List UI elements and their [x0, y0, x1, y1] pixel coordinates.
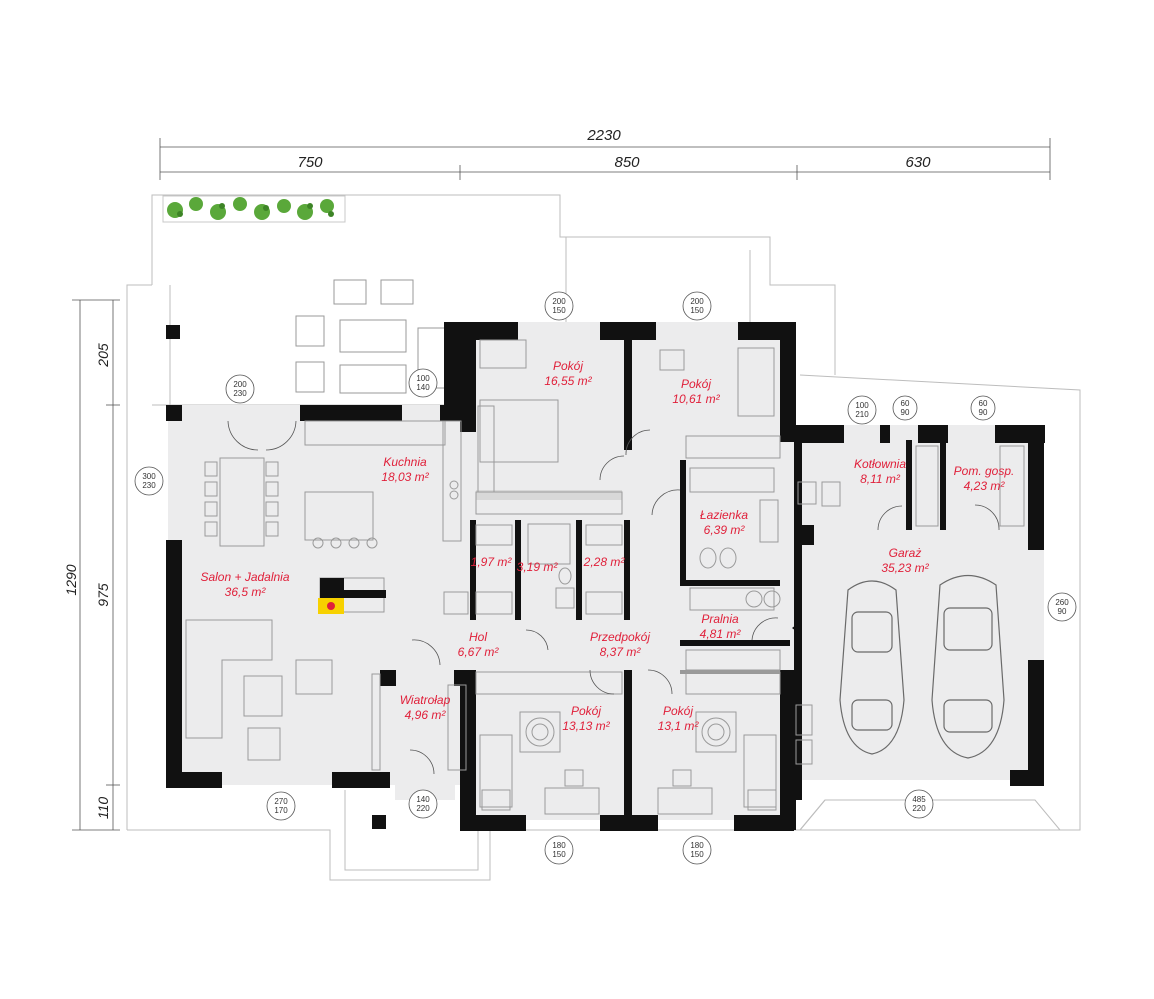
opening-12-h: 150 — [552, 850, 566, 859]
opening-14-w: 485 — [912, 795, 926, 804]
roof-outline — [126, 194, 1081, 881]
opening-7-w: 60 — [901, 399, 910, 408]
opening-labels: 200 150 200 150 200 230 100 140 300 230 … — [142, 297, 1069, 859]
opening-4-h: 140 — [416, 383, 430, 392]
room-wiatrolap-name: Wiatrołap — [400, 693, 451, 707]
room-pokoj-3-name: Pokój — [571, 704, 601, 718]
room-pokoj-2-area: 10,61 m² — [672, 392, 720, 406]
opening-11-h: 220 — [416, 804, 430, 813]
room-salon-name: Salon + Jadalnia — [200, 570, 289, 584]
opening-14-h: 220 — [912, 804, 926, 813]
opening-1-w: 200 — [552, 297, 566, 306]
room-salon-area: 36,5 m² — [225, 585, 267, 599]
opening-9-w: 260 — [1055, 598, 1069, 607]
room-kuchnia-name: Kuchnia — [383, 455, 427, 469]
room-kotlownia-name: Kotłownia — [854, 457, 906, 471]
room-pokoj-3-area: 13,13 m² — [562, 719, 610, 733]
dimension-lines — [72, 138, 1051, 831]
opening-1-h: 150 — [552, 306, 566, 315]
width-segment-2: 850 — [614, 154, 640, 171]
height-segment-3: 110 — [95, 797, 111, 820]
opening-8-h: 90 — [979, 408, 988, 417]
opening-2-w: 200 — [690, 297, 704, 306]
opening-6-w: 100 — [855, 401, 869, 410]
opening-5-w: 300 — [142, 472, 156, 481]
opening-10-h: 170 — [274, 806, 288, 815]
opening-13-w: 180 — [690, 841, 704, 850]
room-pokoj-2-name: Pokój — [681, 377, 711, 391]
opening-markers — [134, 291, 1077, 865]
room-garaz-name: Garaż — [889, 546, 922, 560]
room-pokoj-4-area: 13,1 m² — [658, 719, 700, 733]
width-segment-3: 630 — [905, 154, 931, 171]
planter — [162, 195, 346, 223]
fireplace-icon — [318, 578, 386, 614]
room-small-3-area: 2,28 m² — [583, 555, 626, 569]
opening-12-w: 180 — [552, 841, 566, 850]
height-segment-2: 975 — [95, 583, 111, 607]
room-pokoj-1-name: Pokój — [553, 359, 583, 373]
room-pom-gosp-area: 4,23 m² — [964, 479, 1006, 493]
opening-3-h: 230 — [233, 389, 247, 398]
opening-8-w: 60 — [979, 399, 988, 408]
room-garaz-area: 35,23 m² — [881, 561, 929, 575]
room-labels: Salon + Jadalnia 36,5 m² Kuchnia 18,03 m… — [200, 359, 1014, 733]
width-segment-1: 750 — [297, 154, 323, 171]
opening-13-h: 150 — [690, 850, 704, 859]
opening-3-w: 200 — [233, 380, 247, 389]
opening-7-h: 90 — [901, 408, 910, 417]
room-przedpokoj-name: Przedpokój — [590, 630, 650, 644]
room-hol-area: 6,67 m² — [458, 645, 500, 659]
total-height-label: 1290 — [63, 564, 79, 595]
total-width-label: 2230 — [586, 127, 621, 144]
opening-11-w: 140 — [416, 795, 430, 804]
opening-5-h: 230 — [142, 481, 156, 490]
room-przedpokoj-area: 8,37 m² — [600, 645, 642, 659]
room-hol-name: Hol — [469, 630, 487, 644]
room-pokoj-4-name: Pokój — [663, 704, 693, 718]
room-small-2-area: 3,19 m² — [517, 560, 559, 574]
room-wiatrolap-area: 4,96 m² — [405, 708, 447, 722]
room-pralnia-area: 4,81 m² — [700, 627, 742, 641]
room-small-1-area: 1,97 m² — [471, 555, 513, 569]
opening-6-h: 210 — [855, 410, 869, 419]
room-pom-gosp-name: Pom. gosp. — [954, 464, 1015, 478]
opening-4-w: 100 — [416, 374, 430, 383]
door-swings — [227, 420, 1000, 775]
opening-9-h: 90 — [1058, 607, 1067, 616]
room-pokoj-1-area: 16,55 m² — [544, 374, 592, 388]
room-kuchnia-area: 18,03 m² — [381, 470, 429, 484]
interior-furniture — [185, 339, 1025, 815]
room-kotlownia-area: 8,11 m² — [860, 472, 901, 486]
entrance-arrow-icon — [792, 622, 800, 634]
height-segment-1: 205 — [95, 343, 111, 368]
opening-2-h: 150 — [690, 306, 704, 315]
car-icons — [839, 574, 1005, 759]
room-lazienka-area: 6,39 m² — [704, 523, 746, 537]
walls — [166, 322, 1045, 831]
room-pralnia-name: Pralnia — [701, 612, 739, 626]
room-lazienka-name: Łazienka — [700, 508, 748, 522]
opening-10-w: 270 — [274, 797, 288, 806]
